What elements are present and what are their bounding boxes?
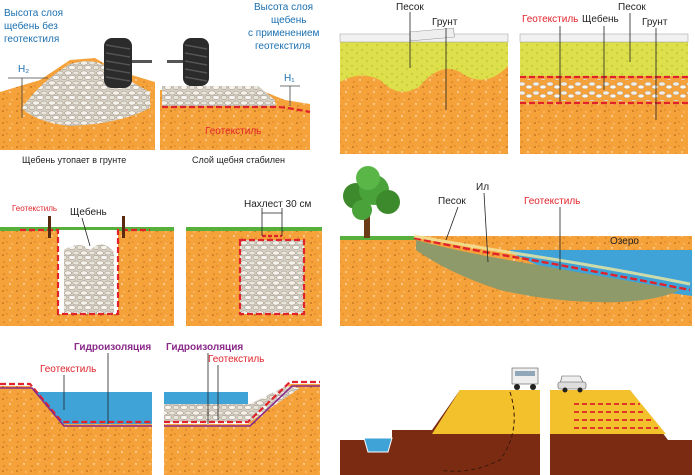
grass-left [0,227,174,231]
panel-lake-shore: Песок Ил Геотекстиль Озеро [340,166,692,326]
grass-right [186,227,322,231]
gravel-fill-left [64,244,114,314]
panel-waterproofing-channels: Геотекстиль Гидроизоляция Гидроизоляция … [0,342,320,475]
geotextile-reinforcement-layers [574,403,658,429]
waterproofing-channel-right [164,385,320,427]
geotextile-label-panel2: Геотекстиль [522,14,578,25]
soil-label-left: Грунт [432,17,458,28]
gravel-fill-right [240,240,304,314]
overlap-label: Нахлест 30 см [244,199,311,210]
waterproofing-label-right: Гидроизоляция [166,342,243,353]
caption-left: Щебень утопает в грунте [22,155,126,165]
water-channel-right [164,392,248,404]
tire-icon-right [167,38,209,86]
right-title-line1: Высота слоя [254,2,313,13]
sand-layer-left [340,34,508,92]
geotextile-wrap-right [238,238,306,316]
water-channel-left [30,386,152,424]
tire-icon [104,38,152,88]
silt-layer [416,240,680,303]
geotextile-label-panel1: Геотекстиль [205,126,261,137]
left-title-line1: Высота слоя [4,8,63,19]
grass-lake [340,236,416,240]
car-icon [557,375,587,393]
tree-icon [343,166,400,238]
sand-label-lake: Песок [438,196,466,207]
crushed-stone-label-panel2: Щебень [582,13,619,25]
silt-label: Ил [476,182,489,193]
left-title-line2: щебень без [4,20,58,32]
left-title-line3: геотекстиля [4,34,59,45]
right-title-line3: с применением [248,28,320,39]
gravel-layer-right [162,86,275,106]
waterproofing-label-left: Гидроизоляция [74,342,151,353]
panel-sand-soil: Песок Грунт Геотекстиль Щебень Песок Гру… [339,2,689,154]
h2-label: H₂ [18,64,29,75]
geotextile-line-panel1 [162,105,311,114]
caption-right: Слой щебня стабилен [192,155,285,165]
panel-gravel-without-geotextile: Высота слоя щебень без геотекстиля H₂ Вы… [0,2,320,165]
geotextile-line-lake [413,236,691,292]
slip-surface [439,391,515,472]
right-title-line4: геотекстиля [255,41,310,52]
crushed-stone-label-panel3: Щебень [70,206,107,218]
soil-channel-left [0,386,152,475]
sand-label-right: Песок [618,2,646,13]
geotextile-channel-left [0,382,152,424]
lake-label: Озеро [610,236,639,247]
ditch-water [363,437,393,453]
geotextile-label-panel3: Геотекстиль [12,204,57,213]
h1-label: H₁ [284,73,295,84]
panel-road-embankment [340,367,692,475]
truck-icon [511,367,539,390]
embankment-left [432,390,540,434]
geotextile-label-panel5-left: Геотекстиль [40,364,96,375]
panel-trench-drainage: Геотекстиль Щебень Нахлест 30 см [0,199,322,326]
geotextile-label-lake: Геотекстиль [524,196,580,207]
waterproofing-channel-left [0,387,152,427]
geotextile-label-panel5-right: Геотекстиль [208,354,264,365]
soil-label-right: Грунт [642,17,668,28]
sand-label-left: Песок [396,2,424,13]
right-title-line2: щебень [271,14,306,26]
geotextile-channel-right [164,380,320,424]
soil-channel-right [164,384,320,475]
